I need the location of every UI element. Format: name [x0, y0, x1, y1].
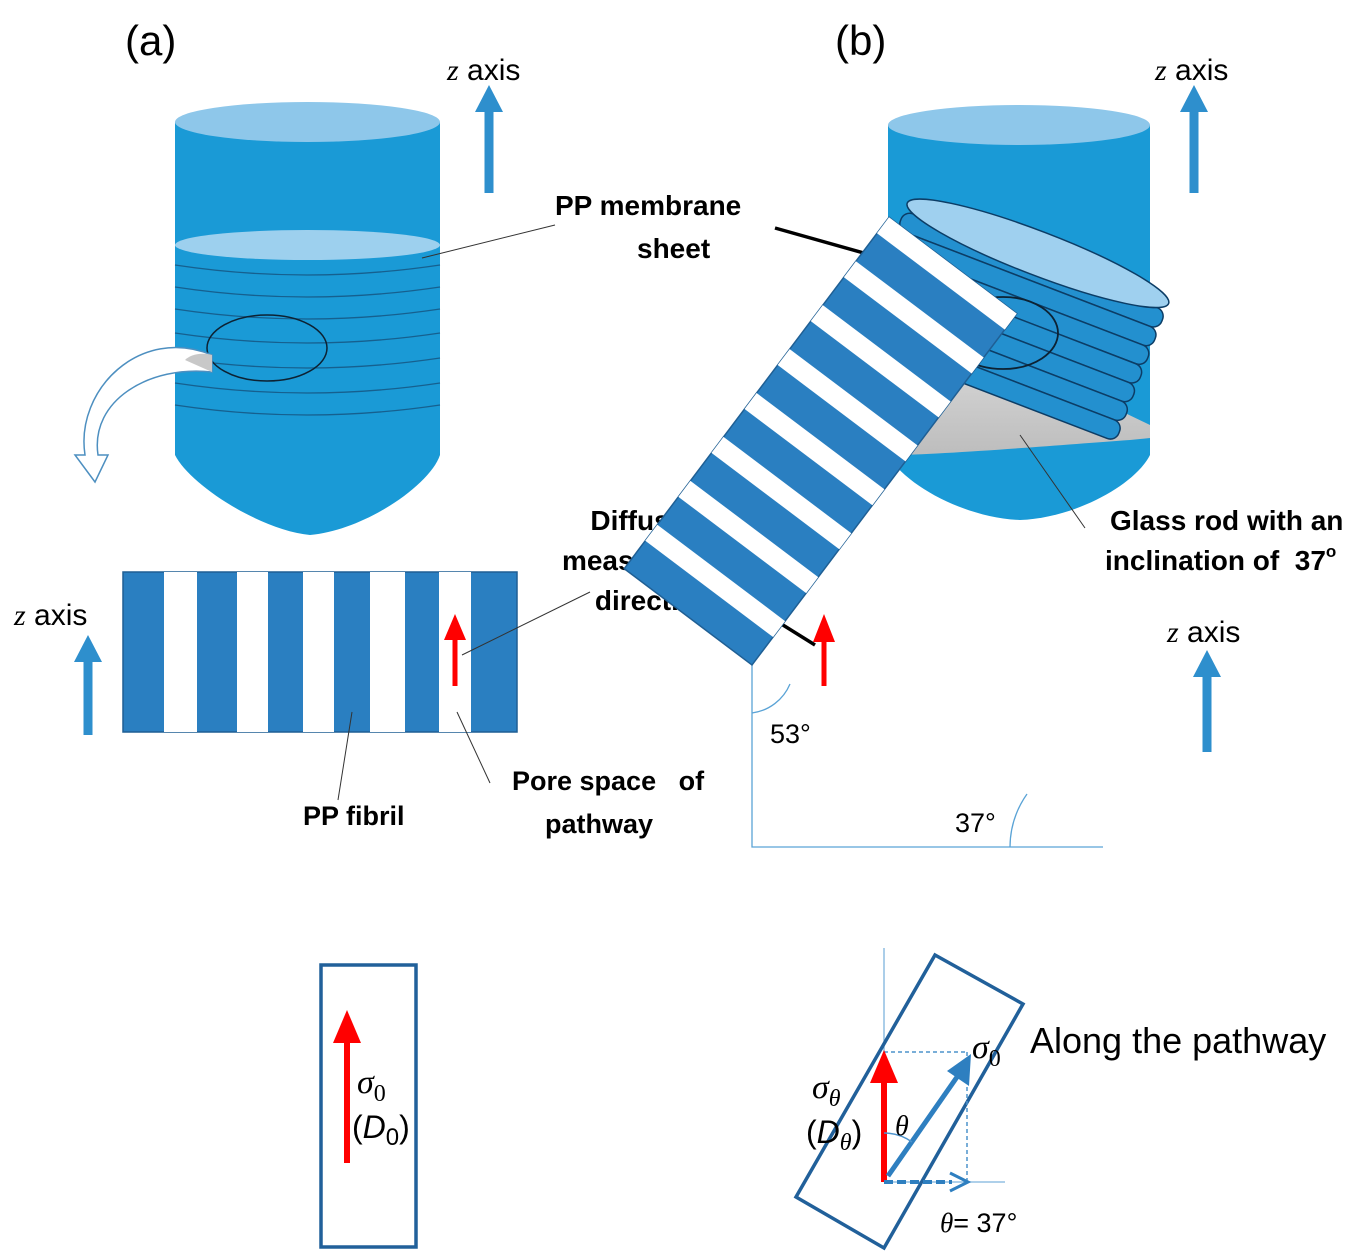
sigma-0-label-b: σ0	[972, 1029, 1001, 1072]
panel-label-b: (b)	[835, 17, 886, 64]
triangle-b	[751, 665, 1103, 848]
membrane-top-ellipse-a	[175, 230, 440, 260]
sigma-0-label-a: σ0	[357, 1064, 386, 1107]
pathway-box-a	[319, 963, 418, 1249]
z-axis-arrow-a-mid	[74, 635, 102, 735]
pp-membrane-label-line2: sheet	[637, 233, 710, 264]
sigma-theta-arrow-b	[870, 1050, 898, 1182]
diffusion-arrow-b	[813, 614, 835, 686]
horizontal-component-arrow-b	[884, 1171, 972, 1193]
angle-label-37: 37°	[955, 808, 996, 838]
sigma-arrow-a	[333, 1010, 361, 1163]
pore-space-label-line1: Pore space of	[512, 766, 705, 796]
z-axis-label-b-mid: z axis	[1166, 616, 1240, 649]
glass-rod-label-line2: inclination of 37o	[1105, 542, 1336, 576]
along-pathway-label: Along the pathway	[1030, 1020, 1326, 1061]
zoom-region-ellipse-a	[206, 314, 328, 382]
angle-label-53: 53°	[770, 719, 811, 749]
diffusion-arrow-a	[444, 614, 466, 686]
pp-membrane-label-line1: PP membrane	[555, 190, 741, 221]
sigma-0-pathway-arrow-b	[885, 1054, 971, 1178]
pore-space-leader	[456, 711, 491, 784]
glass-rod-label-line1: Glass rod with an	[1110, 505, 1343, 536]
sigma-theta-label-b: σθ	[812, 1069, 841, 1112]
fibril-strip-a	[122, 571, 518, 733]
d-0-label-a: (D0)	[352, 1109, 410, 1151]
theta-value-label-b: θ= 37°	[940, 1208, 1017, 1238]
pp-fibril-label: PP fibril	[303, 801, 405, 831]
z-axis-arrow-b-top	[1180, 85, 1208, 193]
glass-rod-leader	[1019, 434, 1086, 529]
cylinder-b	[856, 105, 1170, 520]
d-theta-label-b: (Dθ)	[806, 1114, 862, 1156]
panel-label-a: (a)	[125, 17, 176, 64]
z-axis-label-b-top: z axis	[1154, 54, 1228, 87]
z-axis-arrow-b-mid	[1193, 650, 1221, 752]
z-axis-arrow-a-top	[475, 85, 503, 193]
cylinder-a	[174, 102, 441, 535]
theta-angle-label-b: θ	[895, 1111, 909, 1142]
pp-fibril-leader	[337, 711, 353, 801]
theta-arc-b	[883, 1132, 913, 1143]
fibril-strip-b	[623, 216, 1018, 667]
pore-space-label-line2: pathway	[545, 809, 653, 839]
zoom-arrow-a	[73, 346, 213, 484]
pathway-box-b	[793, 952, 1026, 1251]
z-axis-label-a-mid: z axis	[13, 599, 87, 632]
pp-membrane-leader-a	[421, 224, 556, 259]
zoom-arrow-a-shadow	[185, 353, 212, 372]
diffusion-leader-a	[461, 591, 591, 656]
z-axis-label-a-top: z axis	[446, 54, 520, 87]
